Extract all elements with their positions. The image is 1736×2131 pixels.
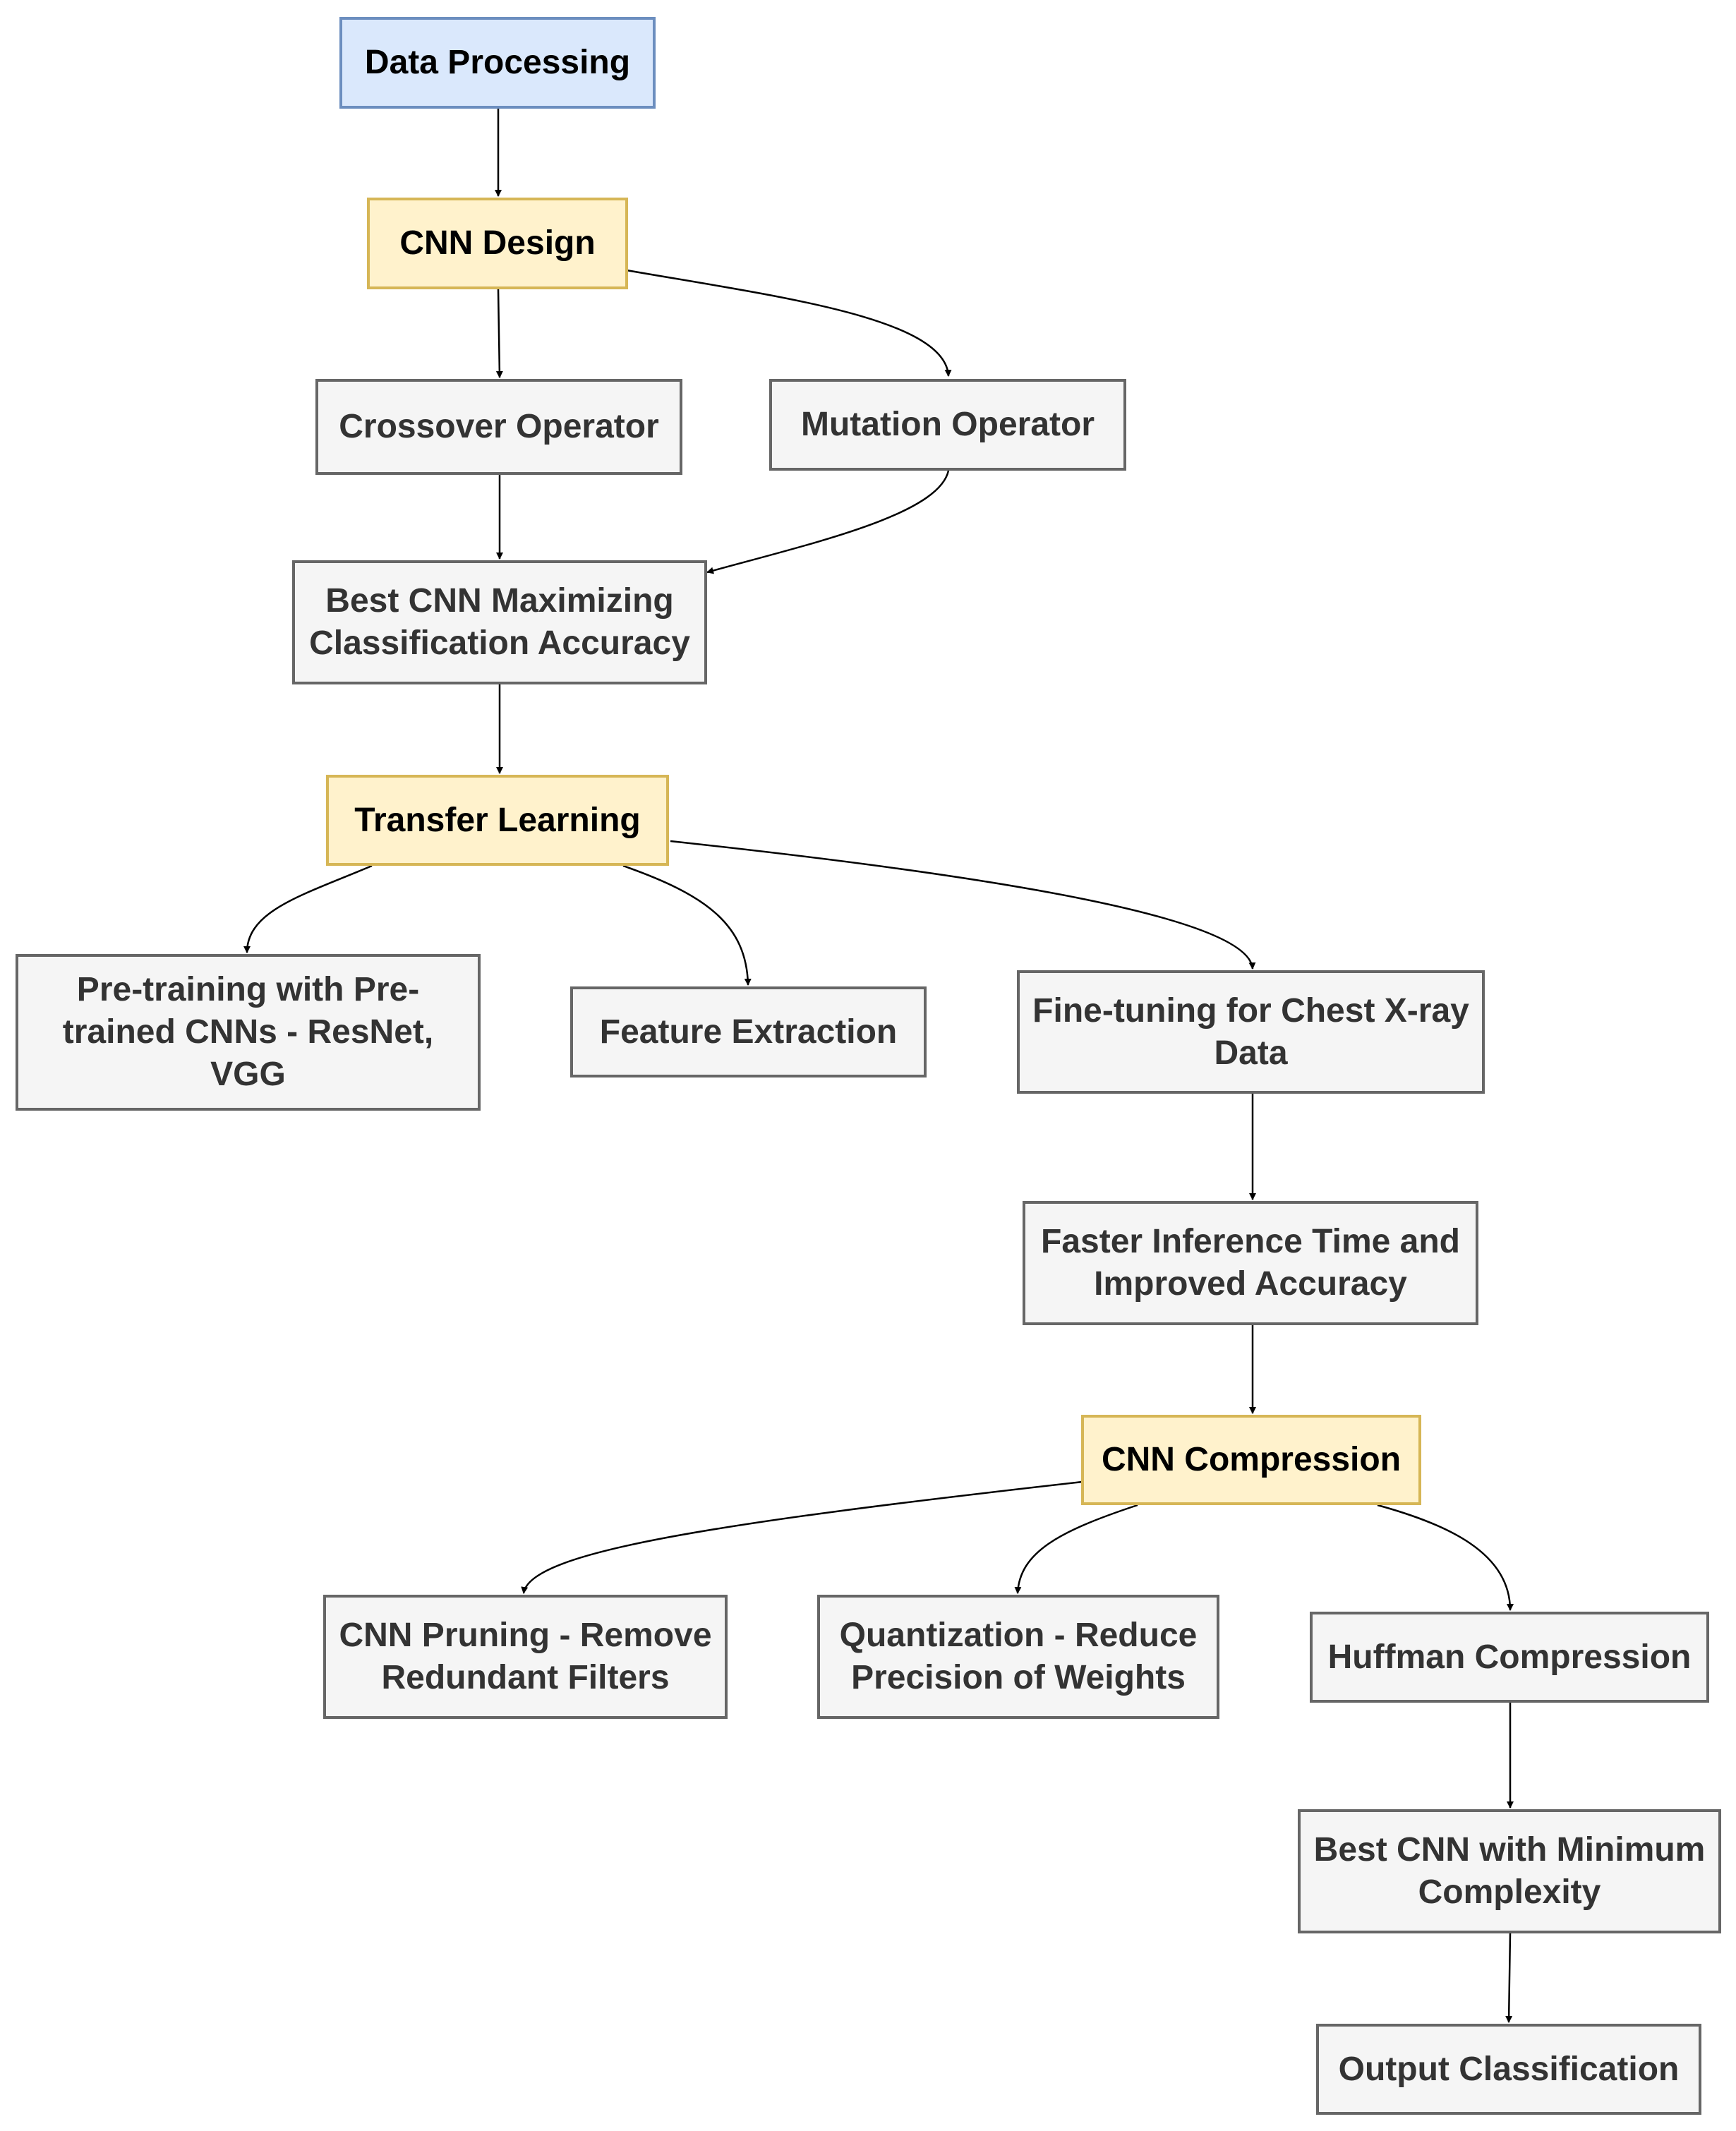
edge-transfer-learning-to-feature-extraction xyxy=(622,864,752,986)
faster-inference-label: Faster Inference Time and Improved Accur… xyxy=(1041,1223,1460,1303)
huffman-compression-node: Huffman Compression xyxy=(1310,1612,1709,1703)
data-processing-node: Data Processing xyxy=(339,17,656,109)
edge-cnn-compression-to-huffman xyxy=(1377,1504,1514,1611)
edge-cnn-compression-to-cnn-pruning xyxy=(521,1480,1083,1594)
pretraining-label: Pre-training with Pre-trained CNNs - Res… xyxy=(62,971,434,1093)
output-classification-label: Output Classification xyxy=(1338,2050,1680,2088)
feature-extraction-label: Feature Extraction xyxy=(599,1013,898,1051)
best-cnn-accuracy-node: Best CNN Maximizing Classification Accur… xyxy=(292,560,707,684)
edge-mutation-to-best-cnn-accuracy xyxy=(706,470,950,574)
cnn-compression-label: CNN Compression xyxy=(1101,1441,1402,1478)
faster-inference-node: Faster Inference Time and Improved Accur… xyxy=(1023,1201,1478,1325)
output-classification-node: Output Classification xyxy=(1316,2024,1701,2115)
fine-tuning-label: Fine-tuning for Chest X-ray Data xyxy=(1032,991,1469,1072)
cnn-design-label: CNN Design xyxy=(399,224,596,262)
best-cnn-accuracy-label: Best CNN Maximizing Classification Accur… xyxy=(309,582,690,662)
fine-tuning-node: Fine-tuning for Chest X-ray Data xyxy=(1017,970,1485,1094)
data-processing-label: Data Processing xyxy=(364,44,631,81)
mutation-operator-node: Mutation Operator xyxy=(769,379,1126,471)
feature-extraction-node: Feature Extraction xyxy=(570,986,927,1077)
pretraining-node: Pre-training with Pre-trained CNNs - Res… xyxy=(16,954,481,1111)
transfer-learning-label: Transfer Learning xyxy=(354,801,641,839)
best-cnn-complexity-node: Best CNN with Minimum Complexity xyxy=(1298,1809,1721,1933)
crossover-operator-node: Crossover Operator xyxy=(315,379,682,475)
cnn-design-node: CNN Design xyxy=(367,198,628,289)
cnn-compression-node: CNN Compression xyxy=(1081,1415,1421,1505)
best-cnn-complexity-label: Best CNN with Minimum Complexity xyxy=(1313,1831,1706,1911)
quantization-label: Quantization - Reduce Precision of Weigh… xyxy=(839,1617,1198,1696)
huffman-compression-label: Huffman Compression xyxy=(1327,1638,1692,1676)
edge-cnn-design-to-mutation-operator xyxy=(626,269,952,377)
cnn-pruning-label: CNN Pruning - Remove Redundant Filters xyxy=(339,1617,712,1696)
mutation-operator-label: Mutation Operator xyxy=(801,406,1095,443)
edge-transfer-learning-to-pretraining xyxy=(243,864,373,953)
transfer-learning-node: Transfer Learning xyxy=(326,775,669,866)
cnn-pruning-node: CNN Pruning - Remove Redundant Filters xyxy=(323,1595,728,1719)
edge-cnn-compression-to-quantization xyxy=(1014,1504,1138,1594)
quantization-node: Quantization - Reduce Precision of Weigh… xyxy=(817,1595,1219,1719)
edge-best-cnn-complexity-to-output xyxy=(1505,1933,1513,2023)
crossover-operator-label: Crossover Operator xyxy=(339,408,659,445)
edge-transfer-learning-to-fine-tuning xyxy=(670,840,1256,970)
edge-cnn-design-to-crossover-operator xyxy=(495,289,503,378)
